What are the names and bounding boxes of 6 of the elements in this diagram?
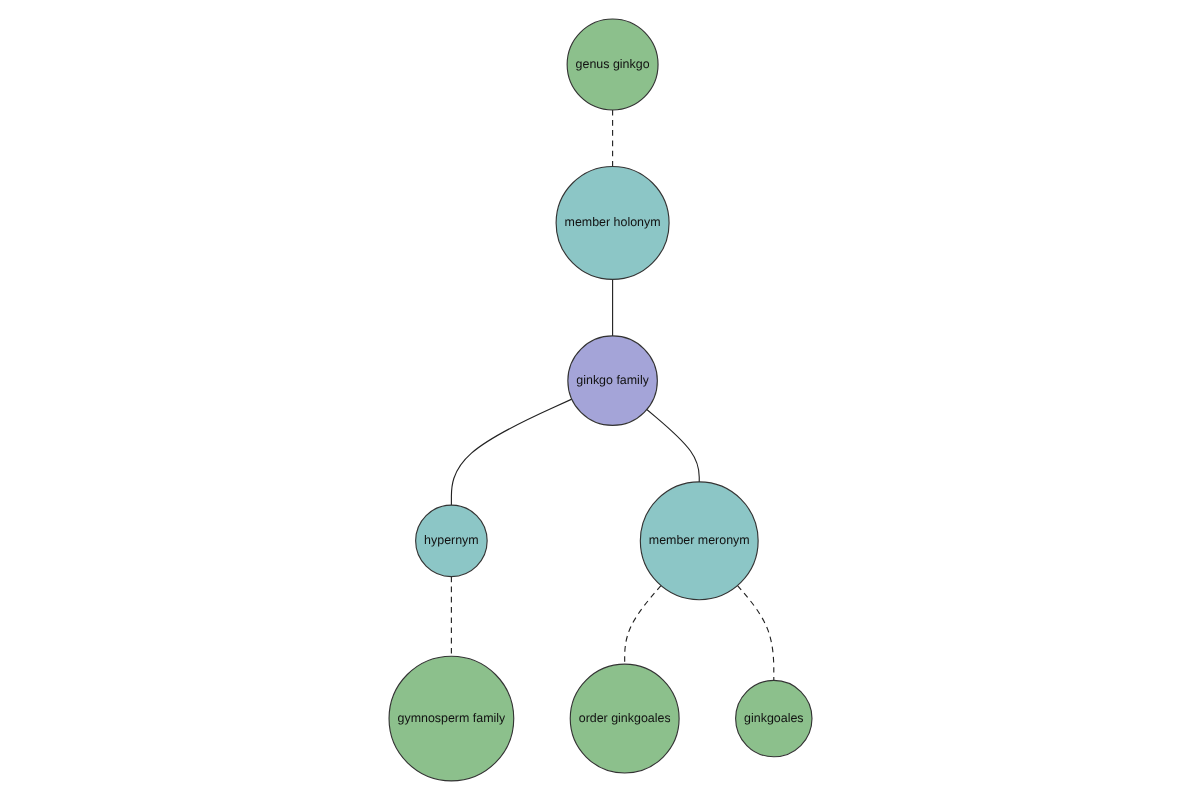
connector xyxy=(645,408,700,483)
connector xyxy=(450,398,572,506)
connector xyxy=(611,109,613,167)
connector xyxy=(611,278,613,337)
connector xyxy=(450,576,452,657)
connector xyxy=(736,585,774,681)
